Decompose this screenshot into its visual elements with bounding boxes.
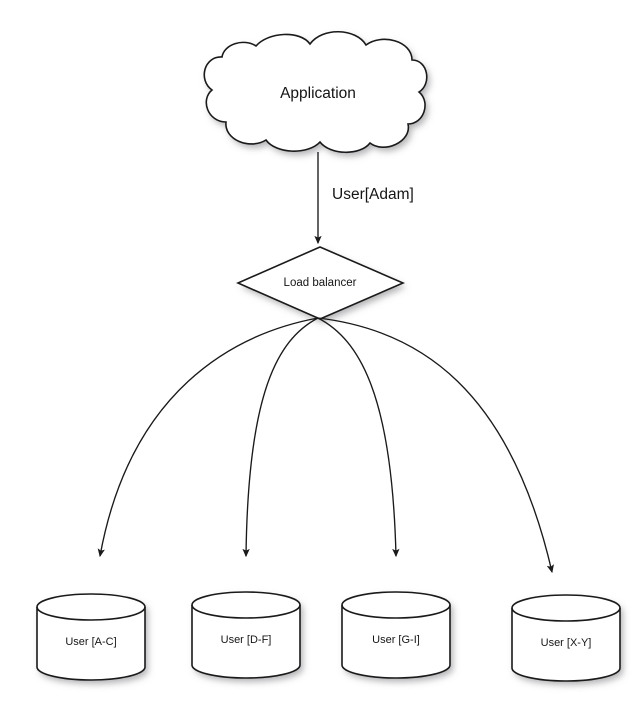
- node-application-cloud[interactable]: Application: [203, 31, 428, 154]
- edge-line-load-balancer-to-database-1: [97, 317, 319, 558]
- cloud-label: Application: [280, 85, 356, 102]
- edge-load-balancer-to-database-2: [242, 317, 319, 558]
- node-database-3[interactable]: User [G-I]: [341, 591, 451, 679]
- edge-load-balancer-to-database-1: [97, 317, 319, 558]
- database-1-label: User [A-C]: [65, 636, 116, 648]
- database-3-label: User [G-I]: [372, 634, 420, 646]
- edge-line-load-balancer-to-database-4: [317, 317, 554, 574]
- node-database-4[interactable]: User [X-Y]: [511, 594, 621, 682]
- node-database-2[interactable]: User [D-F]: [191, 591, 301, 679]
- edge-load-balancer-to-database-4: [317, 317, 554, 574]
- database-4-label: User [X-Y]: [541, 637, 592, 649]
- database-2-label: User [D-F]: [221, 634, 272, 646]
- node-load-balancer-diamond[interactable]: Load balancer: [236, 246, 406, 320]
- edge-application-to-load-balancer: User[Adam]: [314, 152, 414, 245]
- edge-line-load-balancer-to-database-2: [242, 317, 319, 558]
- node-database-1[interactable]: User [A-C]: [36, 593, 146, 681]
- edge-label-user-adam: User[Adam]: [332, 186, 414, 203]
- diamond-label: Load balancer: [284, 277, 357, 289]
- edge-load-balancer-to-database-3: [317, 317, 400, 558]
- edge-line-load-balancer-to-database-3: [317, 317, 400, 558]
